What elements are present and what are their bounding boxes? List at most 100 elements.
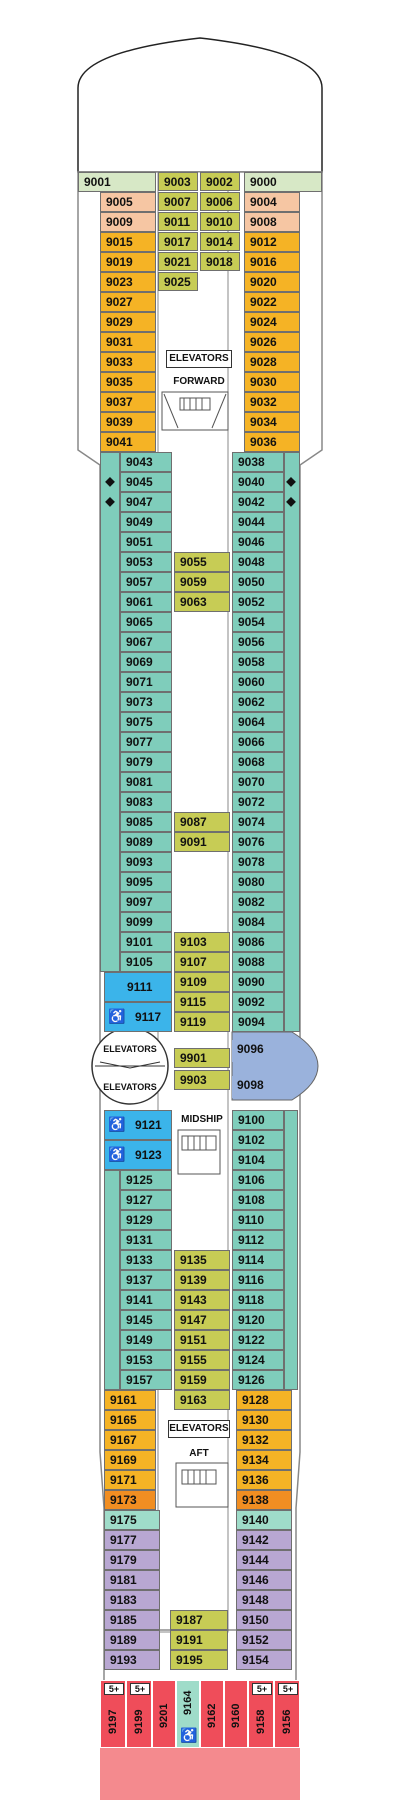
cabin-9144[interactable]: 9144: [236, 1550, 292, 1570]
cabin-9036[interactable]: 9036: [244, 432, 300, 452]
cabin-9147[interactable]: 9147: [174, 1310, 230, 1330]
cabin-9012[interactable]: 9012: [244, 232, 300, 252]
cabin-9104[interactable]: 9104: [232, 1150, 284, 1170]
cabin-9038[interactable]: 9038: [232, 452, 284, 472]
cabin-9033[interactable]: 9033: [100, 352, 156, 372]
cabin-9106[interactable]: 9106: [232, 1170, 284, 1190]
cabin-9181[interactable]: 9181: [104, 1570, 160, 1590]
cabin-9098[interactable]: 9098: [232, 1076, 288, 1098]
cabin-9132[interactable]: 9132: [236, 1430, 292, 1450]
cabin-9173[interactable]: 9173: [104, 1490, 156, 1510]
cabin-9035[interactable]: 9035: [100, 372, 156, 392]
cabin-9159[interactable]: 9159: [174, 1370, 230, 1390]
cabin-9040[interactable]: 9040: [232, 472, 284, 492]
cabin-9165[interactable]: 9165: [104, 1410, 156, 1430]
cabin-9109[interactable]: 9109: [174, 972, 230, 992]
cabin-9101[interactable]: 9101: [120, 932, 172, 952]
cabin-9061[interactable]: 9061: [120, 592, 172, 612]
cabin-9097[interactable]: 9097: [120, 892, 172, 912]
cabin-9037[interactable]: 9037: [100, 392, 156, 412]
cabin-9145[interactable]: 9145: [120, 1310, 172, 1330]
cabin-9195[interactable]: 9195: [170, 1650, 228, 1670]
cabin-9080[interactable]: 9080: [232, 872, 284, 892]
cabin-9060[interactable]: 9060: [232, 672, 284, 692]
cabin-9171[interactable]: 9171: [104, 1470, 156, 1490]
cabin-9052[interactable]: 9052: [232, 592, 284, 612]
cabin-9073[interactable]: 9073: [120, 692, 172, 712]
cabin-9089[interactable]: 9089: [120, 832, 172, 852]
cabin-9076[interactable]: 9076: [232, 832, 284, 852]
cabin-9006[interactable]: 9006: [200, 192, 240, 211]
cabin-9043[interactable]: 9043: [120, 452, 172, 472]
cabin-9096[interactable]: 9096: [232, 1040, 288, 1062]
cabin-9016[interactable]: 9016: [244, 252, 300, 272]
cabin-9004[interactable]: 9004: [244, 192, 300, 212]
cabin-9032[interactable]: 9032: [244, 392, 300, 412]
cabin-9086[interactable]: 9086: [232, 932, 284, 952]
cabin-9187[interactable]: 9187: [170, 1610, 228, 1630]
cabin-9116[interactable]: 9116: [232, 1270, 284, 1290]
cabin-9025[interactable]: 9025: [158, 272, 198, 291]
cabin-9081[interactable]: 9081: [120, 772, 172, 792]
cabin-9077[interactable]: 9077: [120, 732, 172, 752]
cabin-9000[interactable]: 9000: [244, 172, 322, 192]
cabin-9125[interactable]: 9125: [120, 1170, 172, 1190]
cabin-9030[interactable]: 9030: [244, 372, 300, 392]
cabin-9074[interactable]: 9074: [232, 812, 284, 832]
cabin-9131[interactable]: 9131: [120, 1230, 172, 1250]
cabin-9177[interactable]: 9177: [104, 1530, 160, 1550]
cabin-9082[interactable]: 9082: [232, 892, 284, 912]
cabin-9057[interactable]: 9057: [120, 572, 172, 592]
cabin-9064[interactable]: 9064: [232, 712, 284, 732]
cabin-9185[interactable]: 9185: [104, 1610, 160, 1630]
cabin-9189[interactable]: 9189: [104, 1630, 160, 1650]
cabin-9054[interactable]: 9054: [232, 612, 284, 632]
cabin-9029[interactable]: 9029: [100, 312, 156, 332]
cabin-9063[interactable]: 9063: [174, 592, 230, 612]
cabin-9179[interactable]: 9179: [104, 1550, 160, 1570]
cabin-9024[interactable]: 9024: [244, 312, 300, 332]
cabin-9163[interactable]: 9163: [174, 1390, 230, 1410]
cabin-9079[interactable]: 9079: [120, 752, 172, 772]
cabin-9142[interactable]: 9142: [236, 1530, 292, 1550]
cabin-9139[interactable]: 9139: [174, 1270, 230, 1290]
cabin-9010[interactable]: 9010: [200, 212, 240, 231]
cabin-9058[interactable]: 9058: [232, 652, 284, 672]
cabin-9157[interactable]: 9157: [120, 1370, 172, 1390]
cabin-9102[interactable]: 9102: [232, 1130, 284, 1150]
cabin-9049[interactable]: 9049: [120, 512, 172, 532]
cabin-9095[interactable]: 9095: [120, 872, 172, 892]
cabin-9018[interactable]: 9018: [200, 252, 240, 271]
cabin-9136[interactable]: 9136: [236, 1470, 292, 1490]
cabin-9026[interactable]: 9026: [244, 332, 300, 352]
cabin-block-9162[interactable]: 9162: [200, 1680, 224, 1748]
cabin-9065[interactable]: 9065: [120, 612, 172, 632]
cabin-9094[interactable]: 9094: [232, 1012, 284, 1032]
cabin-block-9199[interactable]: 5+ 9199: [126, 1680, 152, 1748]
cabin-9120[interactable]: 9120: [232, 1310, 284, 1330]
cabin-9111[interactable]: 9111: [104, 972, 172, 1002]
cabin-9133[interactable]: 9133: [120, 1250, 172, 1270]
cabin-9117[interactable]: 9117: [104, 1002, 172, 1032]
cabin-9155[interactable]: 9155: [174, 1350, 230, 1370]
cabin-9002[interactable]: 9002: [200, 172, 240, 191]
cabin-9075[interactable]: 9075: [120, 712, 172, 732]
cabin-9903[interactable]: 9903: [174, 1070, 230, 1090]
cabin-9067[interactable]: 9067: [120, 632, 172, 652]
cabin-9110[interactable]: 9110: [232, 1210, 284, 1230]
cabin-9041[interactable]: 9041: [100, 432, 156, 452]
cabin-9092[interactable]: 9092: [232, 992, 284, 1012]
cabin-9143[interactable]: 9143: [174, 1290, 230, 1310]
cabin-block-9201[interactable]: 9201: [152, 1680, 176, 1748]
cabin-9021[interactable]: 9021: [158, 252, 198, 271]
cabin-9093[interactable]: 9093: [120, 852, 172, 872]
cabin-9088[interactable]: 9088: [232, 952, 284, 972]
cabin-9167[interactable]: 9167: [104, 1430, 156, 1450]
cabin-9091[interactable]: 9091: [174, 832, 230, 852]
cabin-9083[interactable]: 9083: [120, 792, 172, 812]
cabin-9137[interactable]: 9137: [120, 1270, 172, 1290]
cabin-9169[interactable]: 9169: [104, 1450, 156, 1470]
cabin-9103[interactable]: 9103: [174, 932, 230, 952]
cabin-9005[interactable]: 9005: [100, 192, 156, 212]
cabin-9134[interactable]: 9134: [236, 1450, 292, 1470]
